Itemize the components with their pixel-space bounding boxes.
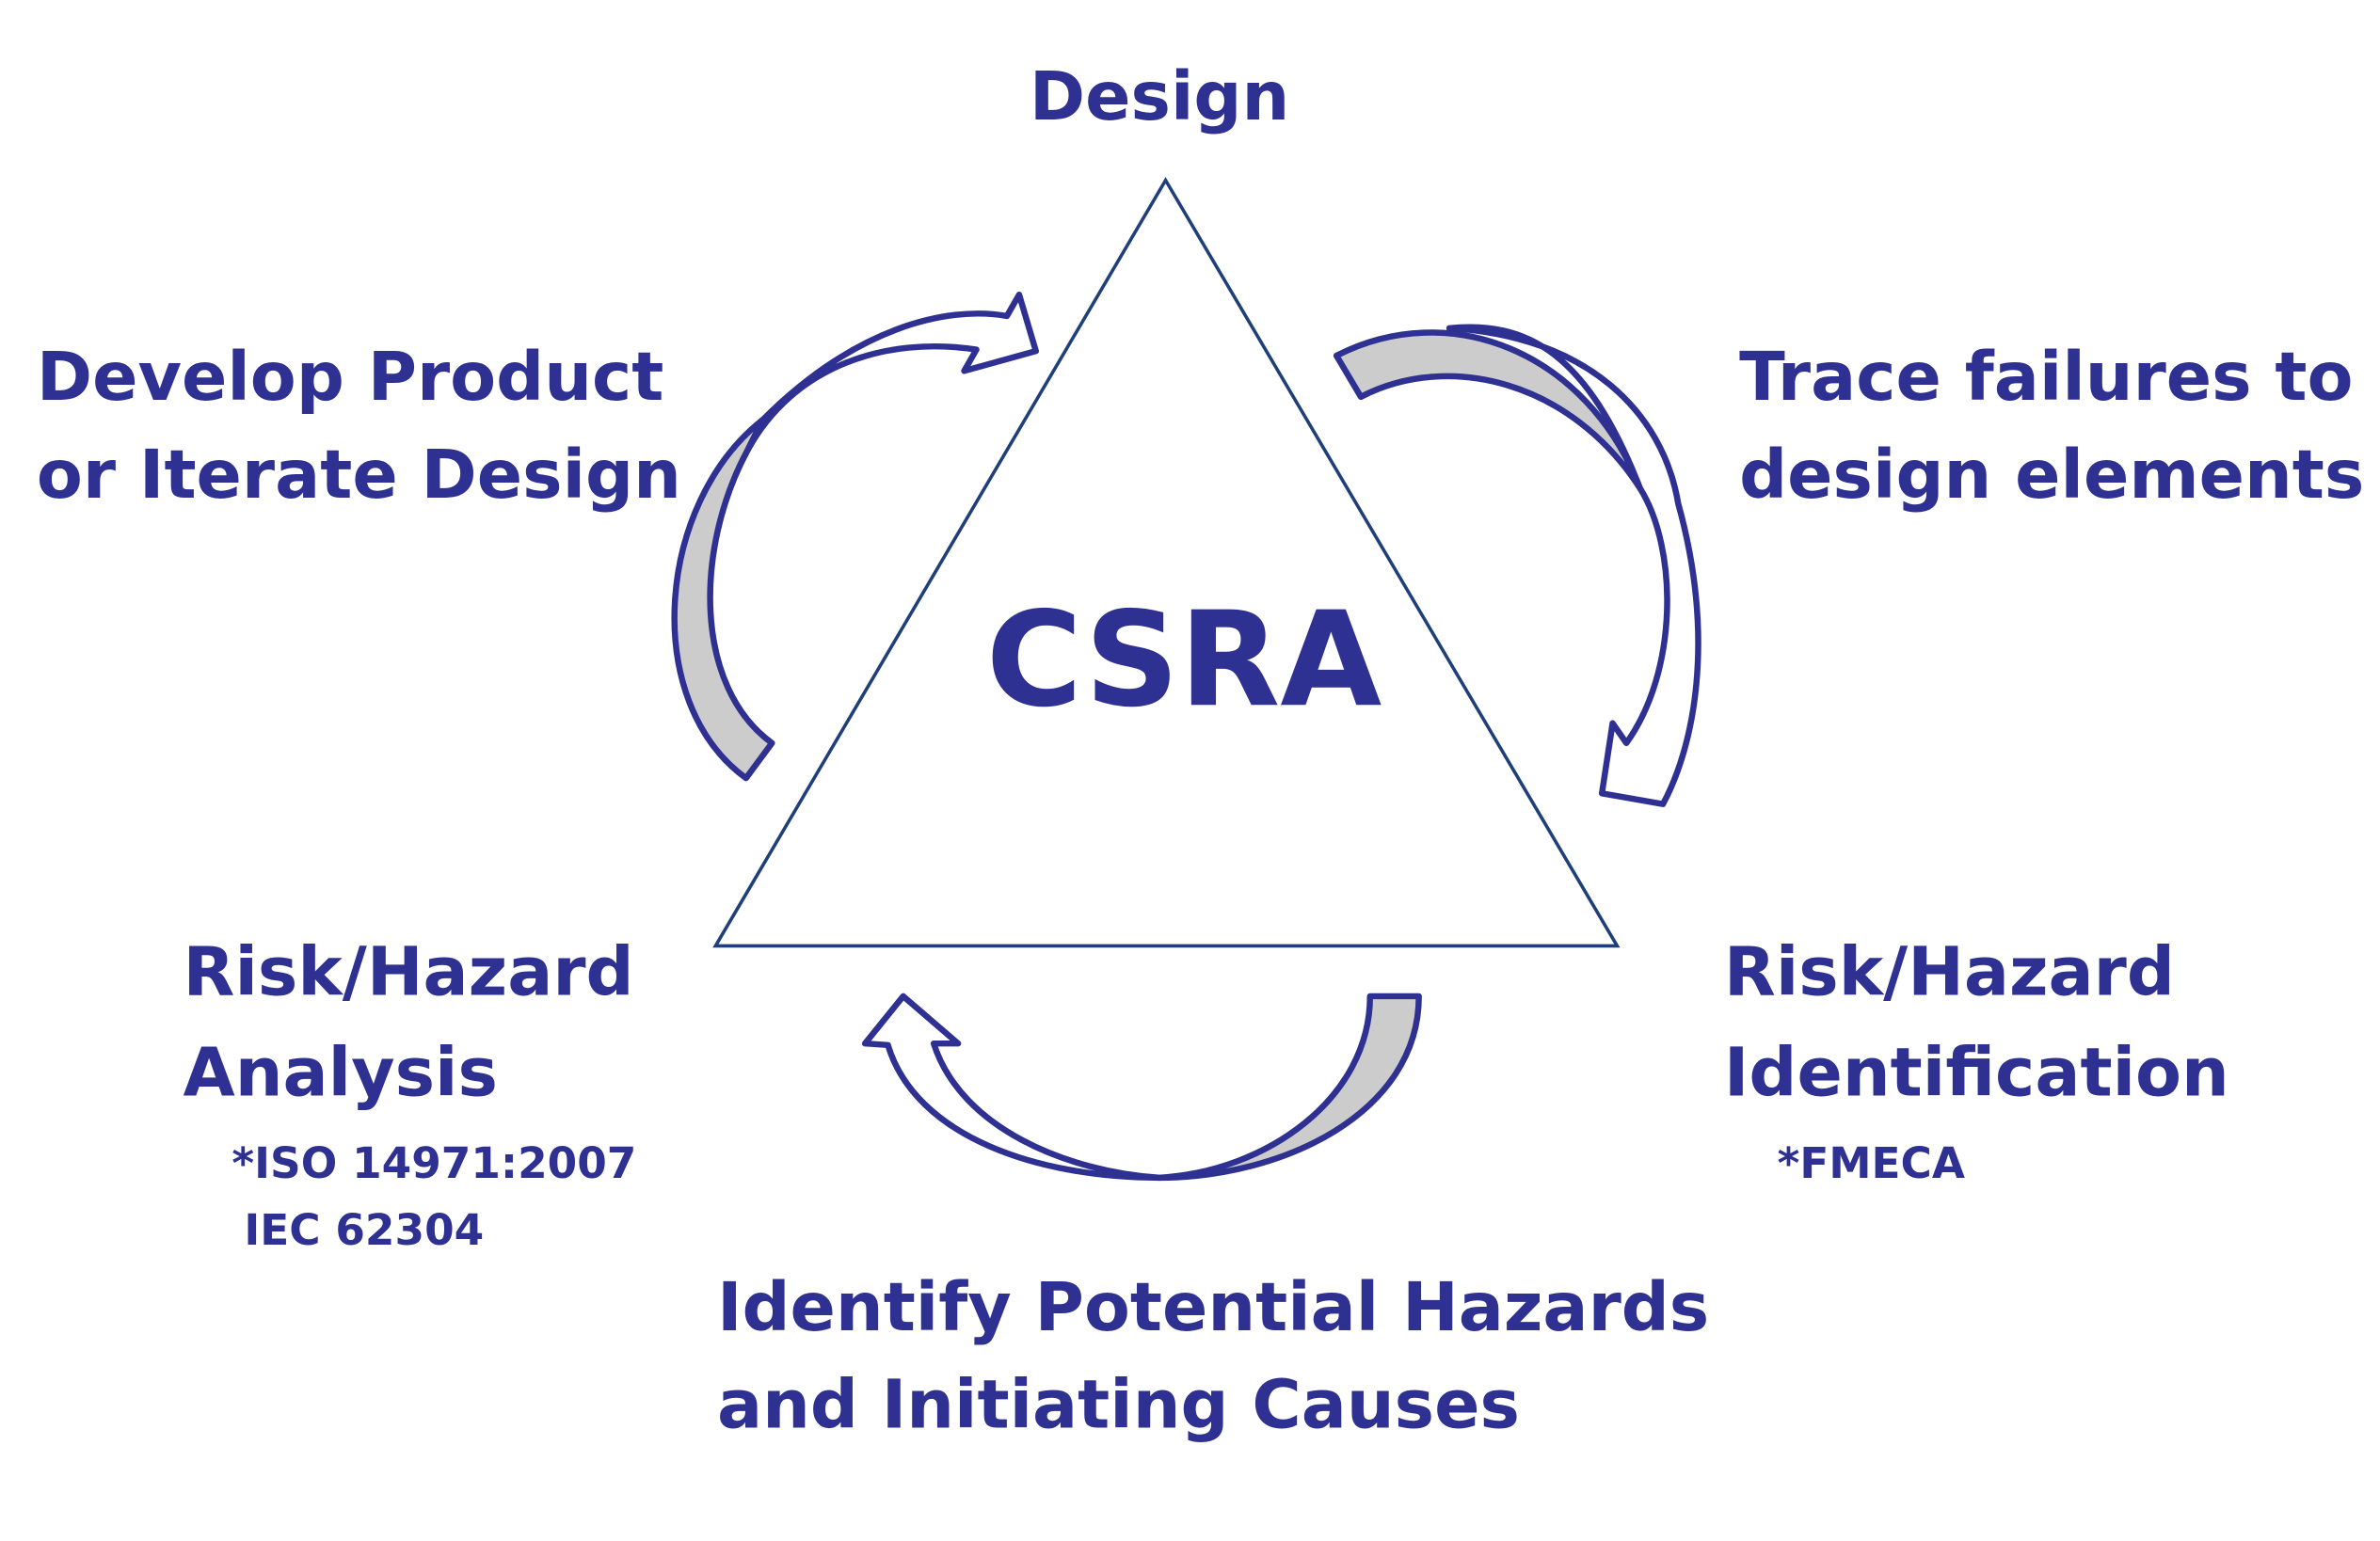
node-analysis-note2: IEC 62304 — [244, 1205, 484, 1255]
transition-right-line2: design elements — [1739, 436, 2364, 514]
node-analysis-line1: Risk/Hazard — [184, 932, 634, 1010]
node-design: Design — [1030, 57, 1289, 135]
transition-bottom-line1: Identify Potential Hazards — [717, 1268, 1709, 1346]
center-label: CSRA — [986, 583, 1382, 736]
arrow-right-cycle — [1333, 324, 1701, 807]
node-identification-line1: Risk/Hazard — [1724, 932, 2175, 1010]
node-identification-note1: *FMECA — [1778, 1138, 1965, 1188]
node-analysis-note1: *ISO 14971:2007 — [232, 1138, 636, 1188]
transition-left-line1: Develop Product — [37, 338, 663, 416]
arrow-left-cycle — [671, 291, 1040, 782]
triangle — [712, 177, 1621, 948]
transition-left-line2: or Iterate Design — [37, 436, 681, 514]
node-identification-line2: Identification — [1724, 1033, 2229, 1111]
transition-right-line1: Trace failures to — [1739, 338, 2353, 416]
transition-bottom-line2: and Initiating Causes — [717, 1366, 1520, 1444]
arrow-bottom-cycle — [861, 993, 1422, 1182]
node-analysis-line2: Analysis — [184, 1033, 498, 1111]
